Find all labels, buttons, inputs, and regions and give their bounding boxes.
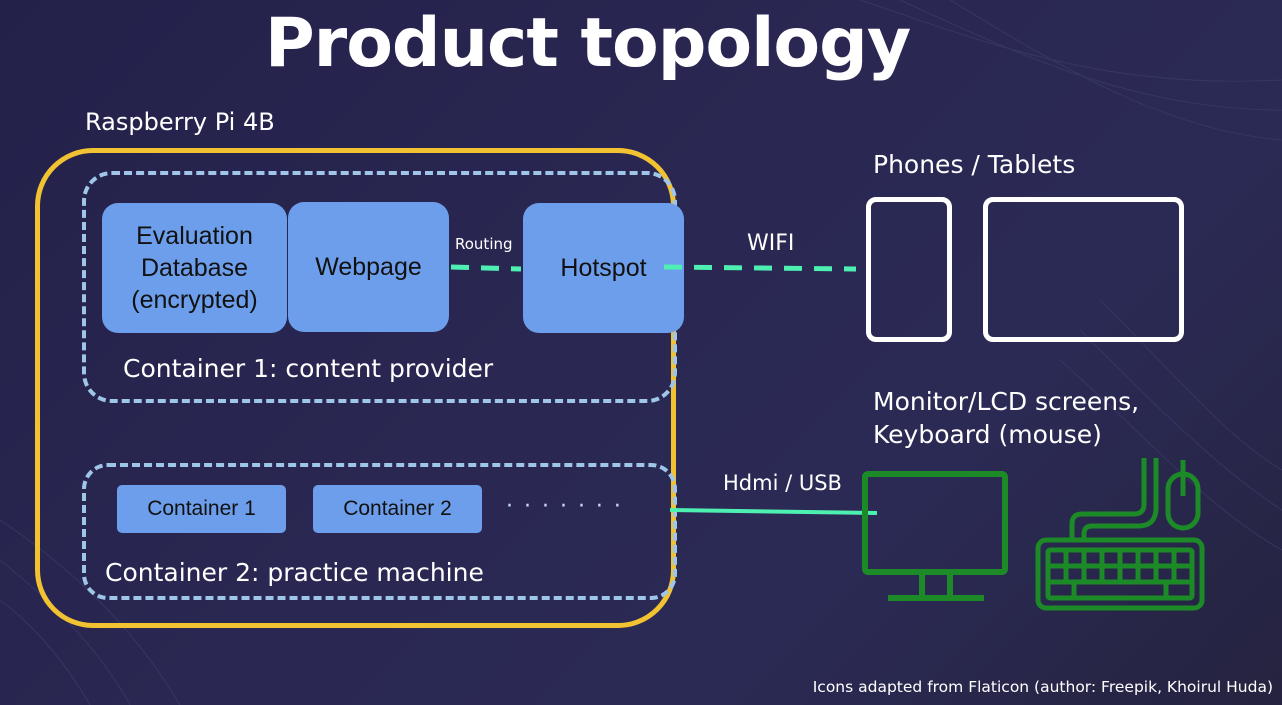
raspberry-pi-frame [35, 148, 676, 628]
db-line-2: Database [140, 254, 248, 282]
container-2-item-1: Container 1 [117, 485, 286, 533]
phone-icon [866, 197, 952, 342]
container-2-item-2: Container 2 [313, 485, 482, 533]
evaluation-database-box: Evaluation Database (encrypted) [102, 203, 287, 333]
hdmi-usb-label: Hdmi / USB [723, 471, 842, 495]
container-1-label: Container 1: content provider [123, 354, 494, 383]
raspberry-pi-label: Raspberry Pi 4B [85, 108, 275, 136]
icon-credit: Icons adapted from Flaticon (author: Fre… [812, 678, 1273, 696]
routing-label: Routing [455, 235, 513, 253]
tablet-icon [983, 197, 1184, 342]
db-line-3: (encrypted) [131, 286, 258, 314]
monitor-label-line-2: Keyboard (mouse) [873, 420, 1102, 449]
wifi-label: WIFI [747, 231, 795, 256]
container-2-label: Container 2: practice machine [105, 558, 484, 587]
hotspot-box: Hotspot [523, 203, 684, 333]
db-line-1: Evaluation [136, 222, 253, 250]
container-2-frame [82, 463, 677, 600]
page-title: Product topology [264, 4, 911, 83]
more-containers-ellipsis: · · · · · · · [506, 494, 623, 519]
webpage-box: Webpage [288, 202, 449, 332]
keyboard-mouse-icon [1035, 458, 1205, 611]
wifi-link [663, 264, 857, 272]
monitor-label-line-1: Monitor/LCD screens, [873, 387, 1140, 416]
monitor-icon [862, 471, 1008, 601]
routing-link [450, 264, 522, 272]
phones-tablets-label: Phones / Tablets [873, 150, 1076, 179]
hdmi-usb-link [669, 508, 878, 515]
monitor-keyboard-label: Monitor/LCD screens, Keyboard (mouse) [873, 385, 1139, 451]
